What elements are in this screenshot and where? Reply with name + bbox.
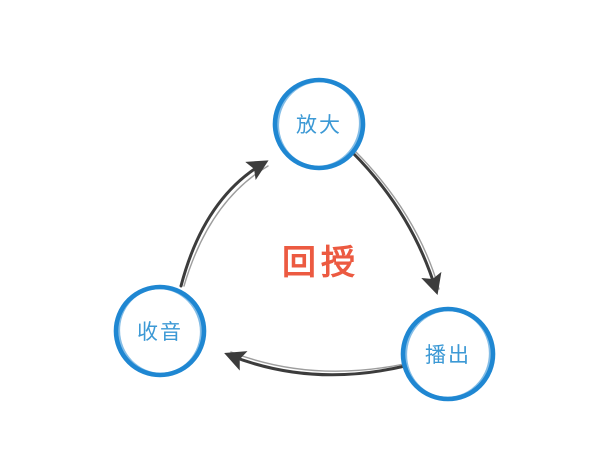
arrow-sketch-stroke [183, 165, 269, 287]
node-circle-sketch [276, 79, 362, 169]
node-circle-sketch [117, 286, 203, 376]
arrow-sketch-stroke [230, 351, 405, 372]
node-label-broadcast: 播出 [425, 343, 471, 367]
arrow-broadcast-to-pickup [224, 351, 407, 377]
arrow-sketch-stroke [353, 149, 440, 290]
center-label-feedback: 回授 [282, 243, 360, 283]
node-pickup: 收音 [113, 284, 207, 378]
arrow-amplify-to-broadcast [350, 149, 442, 296]
arrow-stroke [224, 351, 407, 377]
arrow-stroke [179, 160, 269, 288]
node-broadcast: 播出 [400, 306, 496, 402]
node-label-amplify: 放大 [296, 113, 342, 137]
node-label-pickup: 收音 [137, 320, 183, 344]
node-circle-sketch [404, 308, 492, 400]
node-amplify: 放大 [272, 77, 366, 171]
arrow-pickup-to-amplify [179, 160, 269, 288]
arrow-stroke [350, 150, 442, 296]
